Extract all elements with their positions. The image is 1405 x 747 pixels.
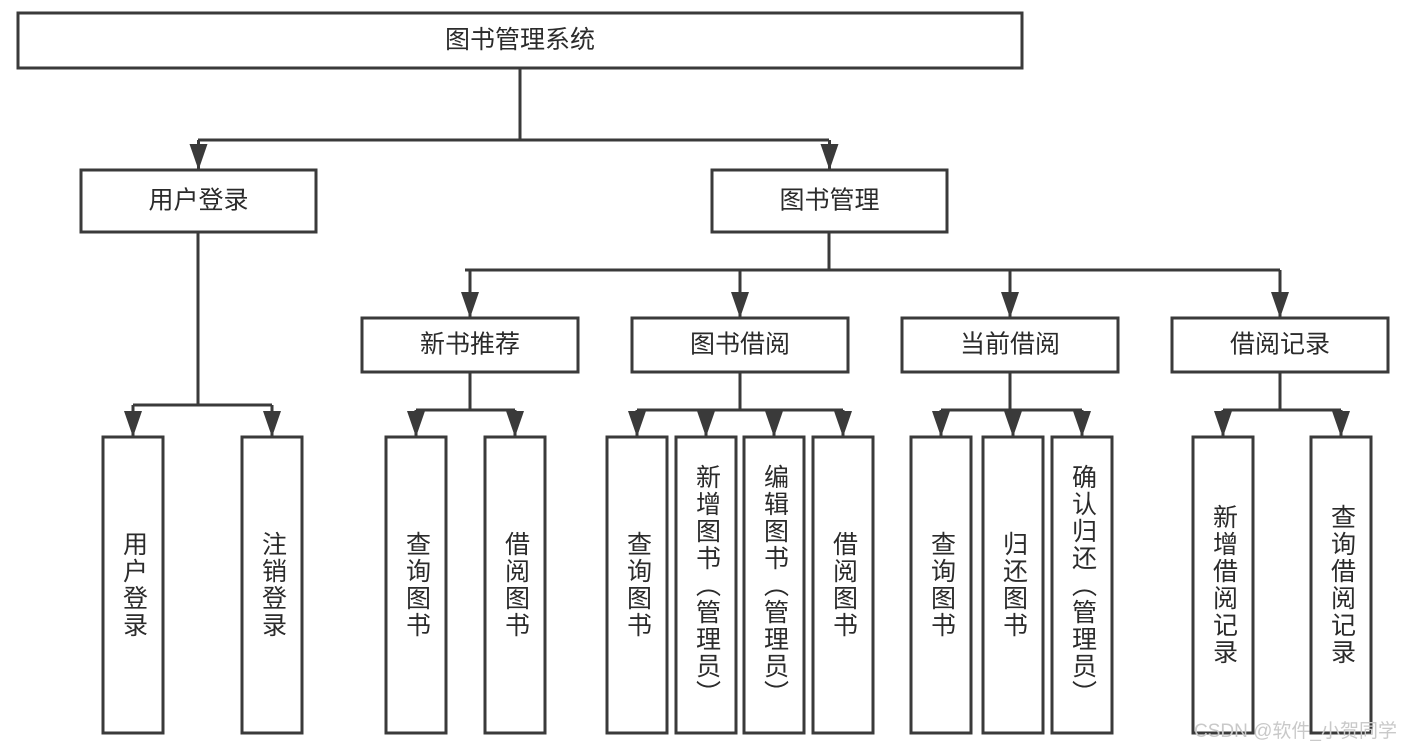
arrow-head-icon [820,144,839,170]
node-box-current-borrow[interactable] [900,316,1120,374]
arrow-head-icon [407,411,425,437]
arrow-head-icon [628,411,646,437]
node-box-leaf-query-book-3[interactable] [909,435,973,735]
arrow-head-icon [697,411,715,437]
arrow-head-icon [932,411,950,437]
node-box-leaf-query-borrow-record[interactable] [1309,435,1373,735]
node-box-user-login[interactable] [79,168,318,234]
node-box-leaf-query-book-2[interactable] [605,435,669,735]
node-box-leaf-confirm-return-admin[interactable] [1050,435,1114,735]
arrow-head-icon [1004,411,1022,437]
arrow-head-icon [124,411,142,437]
node-box-leaf-borrow-book-1[interactable] [483,435,547,735]
node-box-leaf-edit-book-admin[interactable] [742,435,806,735]
node-label-new-book-recommend: 新书推荐 [420,331,520,359]
arrow-head-icon [461,292,479,318]
node-box-leaf-borrow-book-2[interactable] [811,435,875,735]
node-box-leaf-query-book-1[interactable] [384,435,448,735]
arrow-head-icon [1001,292,1019,318]
node-box-root[interactable] [16,11,1024,70]
arrow-head-icon [1214,411,1232,437]
node-box-leaf-user-logout[interactable] [240,435,304,735]
connector-lines [124,68,1350,437]
node-box-borrow-record[interactable] [1170,316,1390,374]
arrow-head-icon [1073,411,1091,437]
arrow-head-icon [731,292,749,318]
node-label-user-login: 用户登录 [148,187,248,215]
node-label-current-borrow: 当前借阅 [960,331,1060,359]
arrow-head-icon [1271,292,1289,318]
arrow-head-icon [1332,411,1350,437]
node-box-leaf-return-book[interactable] [981,435,1045,735]
node-box-leaf-add-book-admin[interactable] [674,435,738,735]
node-box-leaf-add-borrow-record[interactable] [1191,435,1255,735]
arrow-head-icon [834,411,852,437]
arrow-head-icon [263,411,281,437]
node-label-root: 图书管理系统 [445,26,595,54]
arrow-head-icon [506,411,524,437]
node-boxes [16,11,1390,735]
node-box-book-manage[interactable] [710,168,949,234]
node-box-new-book-recommend[interactable] [360,316,580,374]
node-label-book-borrow: 图书借阅 [690,331,790,359]
arrow-head-icon [189,144,208,170]
arrow-head-icon [765,411,783,437]
node-box-book-borrow[interactable] [630,316,850,374]
node-box-leaf-user-login[interactable] [101,435,165,735]
node-label-book-manage: 图书管理 [779,187,879,215]
node-label-borrow-record: 借阅记录 [1230,331,1330,359]
watermark-text: CSDN @软件_小贺同学 [1194,721,1397,742]
